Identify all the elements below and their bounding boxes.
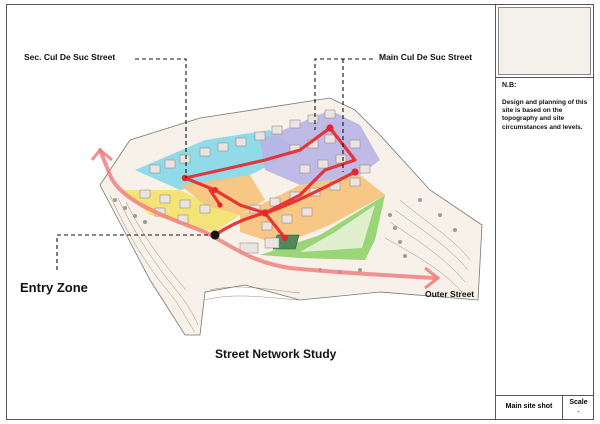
nb-note: Design and planning of this site is base…: [502, 99, 588, 131]
drawing-title: Street Network Study: [215, 347, 337, 361]
street-nodes: [181, 124, 359, 241]
outer-street-arrow-west: [90, 147, 113, 162]
scale-label: Scale: [569, 399, 588, 406]
site-thumbnail-frame: [498, 7, 591, 75]
nb-heading: N.B:: [502, 82, 517, 89]
sheet-border: [6, 4, 594, 420]
lavender-zone: [260, 110, 380, 185]
tree-marks: [113, 198, 457, 274]
contour-lines: [109, 194, 471, 333]
entry-zone-label: Entry Zone: [20, 280, 88, 295]
cyan-zone: [135, 130, 300, 190]
sec-cul-de-suc-label: Sec. Cul De Suc Street: [24, 52, 116, 62]
park-inner: [300, 205, 375, 252]
sidebar-divider-top: [495, 77, 594, 78]
footer-main-site-shot-cell: Main site shot: [495, 395, 563, 420]
title-block-sidebar: [495, 4, 594, 420]
outer-street: [98, 148, 437, 280]
leader-lines: [56, 58, 373, 272]
outer-street-label: Outer Street: [425, 289, 475, 299]
main-cul-de-suc-label: Main Cul De Suc Street: [379, 52, 473, 62]
outer-street-arrow-east: [424, 266, 441, 290]
footer-main-site-shot: Main site shot: [505, 403, 553, 410]
yellow-zone: [120, 190, 240, 232]
scale-value: -: [577, 409, 580, 416]
sidebar-divider-bottom: [495, 395, 594, 396]
